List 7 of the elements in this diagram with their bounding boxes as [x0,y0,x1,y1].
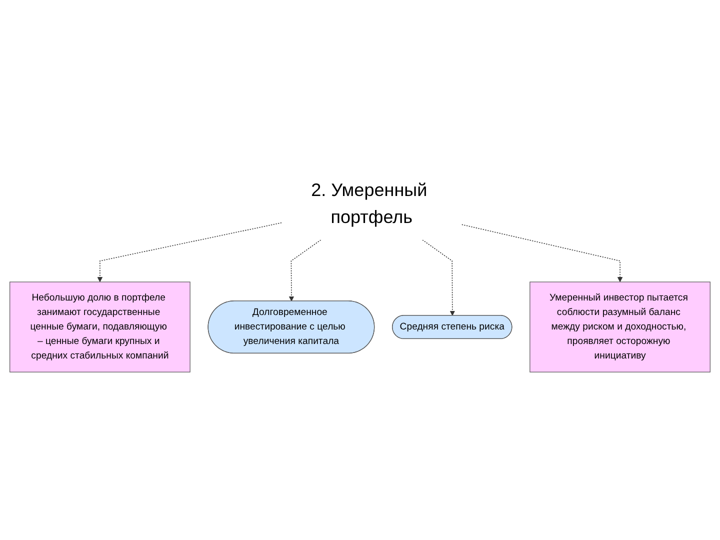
node-text: 2. Умеренный портфель [311,180,428,228]
arrow [288,240,322,302]
arrow [97,222,282,282]
node-box: Небольшую долю в портфеле занимают государственные ценные бумаги, подавляющую – ценные бумаги крупных и средних стабильных компаний [10,282,190,372]
arrow [422,240,456,316]
arrow [461,224,623,282]
node-box: Умеренный инвестор пытается соблюсти разумный баланс между риском и доходностью, проявляет осторожную инициативу [530,282,710,372]
